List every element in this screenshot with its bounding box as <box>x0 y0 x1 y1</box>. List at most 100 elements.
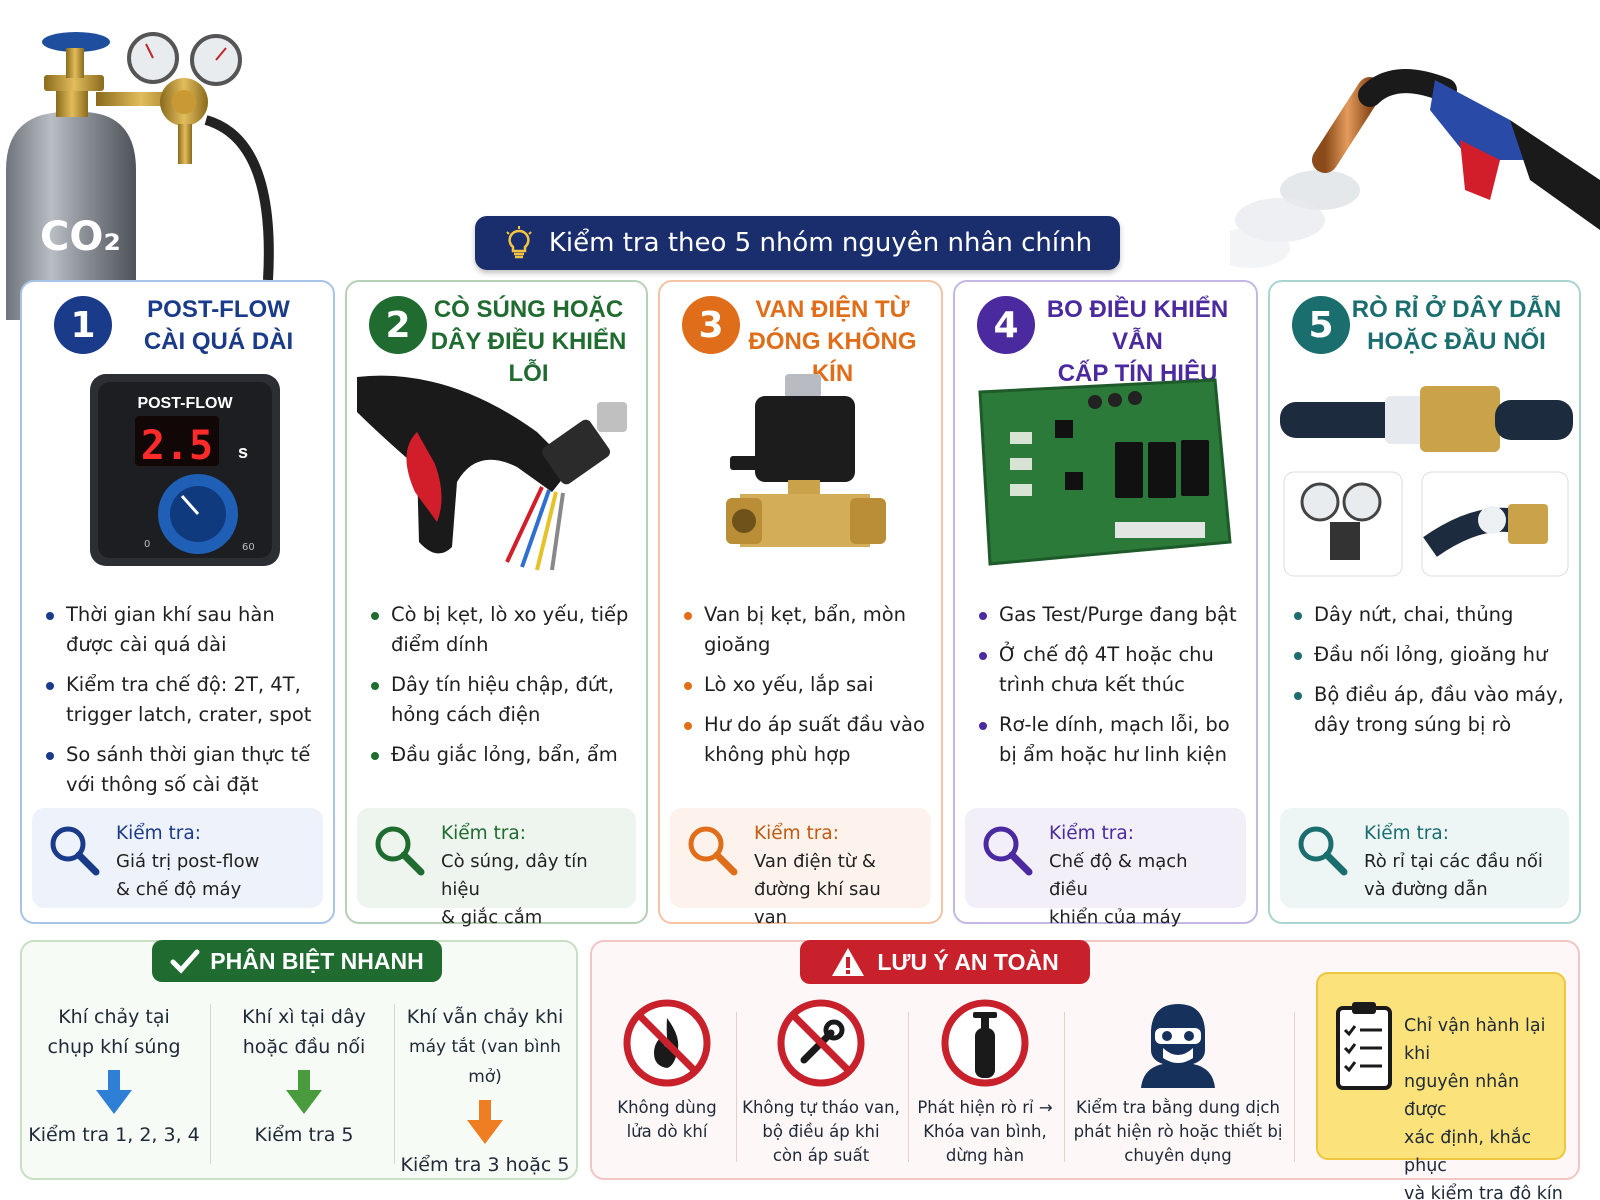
panel-display-value: 2.5 <box>141 423 213 469</box>
check-text: Van điện từ & <box>754 851 876 872</box>
cause-list: Dây nứt, chai, thủng Đầu nối lỏng, gioăn… <box>1290 600 1569 750</box>
quick-action: Kiểm tra 3 hoặc 5 <box>400 1154 570 1176</box>
header-banner: Kiểm tra theo 5 nhóm nguyên nhân chính <box>475 216 1120 270</box>
check-text: và đường dẫn <box>1364 879 1488 900</box>
cause-item: Bộ điều áp, đầu vào máy, dây trong súng … <box>1290 680 1569 740</box>
card-title-line: CÒ SÚNG HOẶC <box>433 296 624 323</box>
magnifier-icon <box>1298 826 1348 876</box>
cause-item: Thời gian khí sau hàn được cài quá dài <box>42 600 323 660</box>
gas-cylinder-icon <box>941 999 1029 1087</box>
quick-condition: Khí xì tại dây <box>242 1006 366 1028</box>
cause-card-5: 5 RÒ RỈ Ở DÂY DẪN HOẶC ĐẦU NỐI Dây nứt, … <box>1268 280 1581 924</box>
check-box: Kiểm tra: Rò rỉ tại các đầu nối và đường… <box>1280 808 1569 908</box>
card-title-line: RÒ RỈ Ở DÂY DẪN <box>1351 296 1562 323</box>
quick-condition: hoặc đầu nối <box>242 1036 366 1058</box>
card-number: 3 <box>682 296 740 354</box>
safety-text: dừng hàn <box>945 1146 1025 1165</box>
check-heading: Kiểm tra: <box>1049 823 1134 844</box>
dial-min: 0 <box>144 539 150 550</box>
safety-text: Kiểm tra bằng dung dịch <box>1076 1098 1280 1117</box>
check-heading: Kiểm tra: <box>1364 823 1449 844</box>
restart-note: Chỉ vận hành lại khi nguyên nhân được xá… <box>1316 972 1566 1200</box>
note-text: và kiểm tra độ kín <box>1404 1184 1563 1200</box>
quick-distinguish-panel: PHÂN BIỆT NHANH Khí chảy tại chụp khí sú… <box>20 940 578 1180</box>
cause-item: Rơ-le dính, mạch lỗi, bo bị ẩm hoặc hư l… <box>975 710 1246 770</box>
safety-text: Khóa van bình, <box>923 1122 1047 1141</box>
check-text: & chế độ máy <box>116 879 242 900</box>
cause-list: Van bị kẹt, bẩn, mòn gioăng Lò xo yếu, l… <box>680 600 931 780</box>
co2-tank-regulator-illustration: CO₂ <box>6 32 274 320</box>
safety-text: phát hiện rò hoặc thiết bị <box>1073 1122 1283 1141</box>
card-title-line: ĐÓNG KHÔNG KÍN <box>748 328 917 387</box>
cause-item: Đầu giắc lỏng, bẩn, ẩm <box>367 740 636 770</box>
card-number: 4 <box>977 296 1035 354</box>
panel-label: POST-FLOW <box>137 395 233 412</box>
co2-label: CO₂ <box>40 214 121 260</box>
safety-title: LƯU Ý AN TOÀN <box>800 940 1090 984</box>
cause-list: Gas Test/Purge đang bật Ở chế độ 4T hoặc… <box>975 600 1246 780</box>
check-heading: Kiểm tra: <box>441 823 526 844</box>
safety-item-no-flame: Không dùng lửa dò khí <box>602 998 732 1144</box>
safety-item-leak-response: Phát hiện rò rỉ → Khóa van bình, dừng hà… <box>910 998 1060 1168</box>
cause-item: Gas Test/Purge đang bật <box>975 600 1246 630</box>
card-title: BO ĐIỀU KHIỂN VẪN CẤP TÍN HIỆU <box>1029 294 1246 390</box>
safety-item-leak-check: Kiểm tra bằng dung dịch phát hiện rò hoặ… <box>1066 998 1290 1168</box>
cause-item: Hư do áp suất đầu vào không phù hợp <box>680 710 931 770</box>
safety-title-text: LƯU Ý AN TOÀN <box>877 948 1059 975</box>
card-title: VAN ĐIỆN TỪ ĐÓNG KHÔNG KÍN <box>734 294 931 390</box>
card-title: POST-FLOW CÀI QUÁ DÀI <box>114 294 323 358</box>
quick-condition: Khí chảy tại <box>58 1006 170 1028</box>
quick-action: Kiểm tra 5 <box>254 1124 354 1146</box>
check-text: khiển của máy <box>1049 907 1182 928</box>
note-text: nguyên nhân được <box>1404 1072 1520 1120</box>
cause-item: Ở chế độ 4T hoặc chu trình chưa kết thúc <box>975 640 1246 700</box>
no-tools-icon <box>777 999 865 1087</box>
control-board-illustration <box>978 378 1232 566</box>
safety-panel: LƯU Ý AN TOÀN Không dùng lửa dò khí Khôn… <box>590 940 1580 1200</box>
check-box: Kiểm tra: Chế độ & mạch điều khiển của m… <box>965 808 1246 928</box>
cause-item: Dây tín hiệu chập, đứt, hỏng cách điện <box>367 670 636 730</box>
card-title-line: BO ĐIỀU KHIỂN VẪN <box>1046 296 1229 355</box>
welding-gun-illustration <box>1230 69 1600 268</box>
safety-text: Không tự tháo van, <box>742 1098 900 1117</box>
panel-unit: s <box>238 442 248 462</box>
card-title-line: DÂY ĐIỀU KHIỂN LỖI <box>430 328 627 387</box>
quick-condition: chụp khí súng <box>47 1036 181 1058</box>
magnifier-icon <box>375 826 425 876</box>
cause-card-2: 2 CÒ SÚNG HOẶC DÂY ĐIỀU KHIỂN LỖI Cò bị … <box>345 280 648 928</box>
check-text: Rò rỉ tại các đầu nối <box>1364 851 1543 872</box>
card-number: 5 <box>1292 296 1350 354</box>
cause-item: So sánh thời gian thực tế với thông số c… <box>42 740 323 800</box>
quick-distinguish-title: PHÂN BIỆT NHANH <box>152 940 442 982</box>
safety-item-no-tools: Không tự tháo van, bộ điều áp khi còn áp… <box>738 998 904 1168</box>
check-heading: Kiểm tra: <box>754 823 839 844</box>
cause-item: Đầu nối lỏng, gioăng hư <box>1290 640 1569 670</box>
note-text: Chỉ vận hành lại khi <box>1404 1016 1546 1064</box>
cause-item: Van bị kẹt, bẩn, mòn gioăng <box>680 600 931 660</box>
safety-text: chuyên dụng <box>1124 1146 1232 1165</box>
lightbulb-icon <box>506 226 532 259</box>
clipboard-checklist-icon <box>1336 1002 1392 1090</box>
quick-condition: Khí vẫn chảy khi <box>406 1006 564 1028</box>
cause-card-3: 3 VAN ĐIỆN TỪ ĐÓNG KHÔNG KÍN Van bị kẹt,… <box>658 280 943 928</box>
safety-text: lửa dò khí <box>626 1122 708 1141</box>
post-flow-timer-panel: POST-FLOW 2.5 s 0 60 <box>90 374 280 566</box>
down-arrow-icon <box>467 1100 503 1144</box>
card-number: 1 <box>54 296 112 354</box>
dial-max: 60 <box>242 542 255 553</box>
card-title: CÒ SÚNG HOẶC DÂY ĐIỀU KHIỂN LỖI <box>421 294 636 390</box>
note-text: xác định, khắc phục <box>1404 1128 1532 1176</box>
cause-list: Cò bị kẹt, lò xo yếu, tiếp điểm dính Dây… <box>367 600 636 780</box>
card-title-line: CÀI QUÁ DÀI <box>143 328 294 355</box>
quick-condition: máy tắt (van bình mở) <box>409 1037 561 1087</box>
magnifier-icon <box>50 826 100 876</box>
safety-text: Không dùng <box>617 1098 717 1117</box>
down-arrow-icon <box>286 1070 322 1114</box>
quick-item-1: Khí chảy tại chụp khí súng Kiểm tra 1, 2… <box>24 1002 204 1150</box>
card-title-line: POST-FLOW <box>147 296 290 323</box>
check-heading: Kiểm tra: <box>116 823 201 844</box>
quick-title-text: PHÂN BIỆT NHANH <box>210 947 424 974</box>
check-text: Cò súng, dây tín hiệu <box>441 851 588 900</box>
safety-text: Phát hiện rò rỉ → <box>917 1098 1053 1117</box>
header-title: Kiểm tra theo 5 nhóm nguyên nhân chính <box>548 228 1093 258</box>
